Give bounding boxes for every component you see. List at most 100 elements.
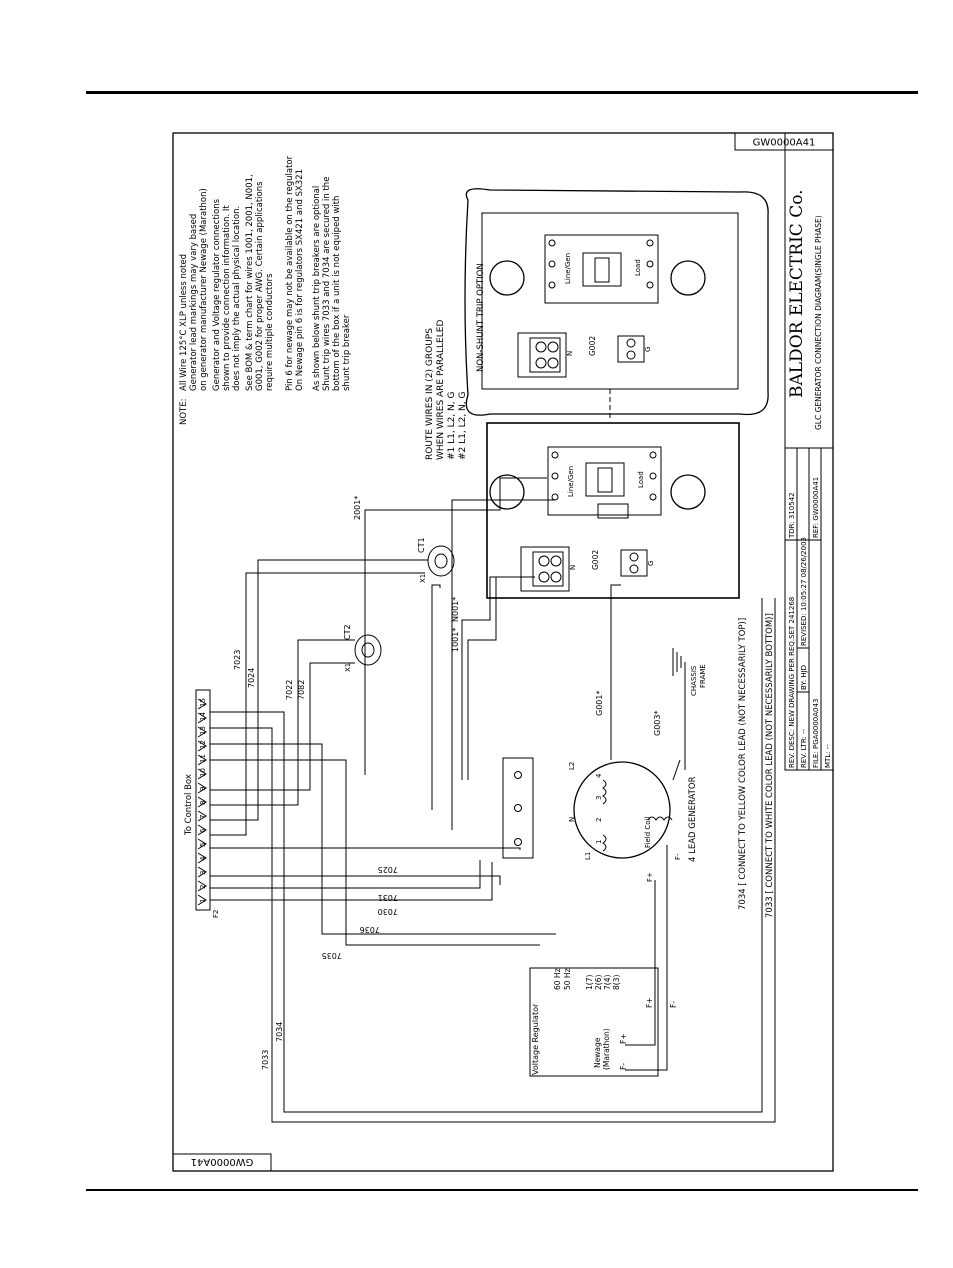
note-line: All Wire 125°C XLP unless noted (179, 254, 189, 391)
voltage-regulator: Voltage Regulator Newage (Marathon) F- F… (529, 967, 678, 1077)
title-tdr: TDR: 310542 (788, 492, 796, 539)
main-knockout (489, 474, 525, 510)
title-rev-ltr: REV. LTR: -- (800, 728, 808, 768)
gen-t1: 1 (595, 840, 603, 844)
title-rev-desc: REV. DESC: NEW DRAWING PER REQ.SET 24126… (788, 597, 796, 768)
note-line: Pin 6 for newage may not be available on… (285, 155, 295, 391)
note-line: Shunt trip wires 7033 and 7034 are secur… (322, 177, 332, 391)
gen-t3: 3 (595, 796, 603, 800)
non-shunt-cloud (464, 188, 769, 416)
wire-n001: N001* (451, 597, 460, 622)
ct1-x1-label: X1 (419, 574, 427, 583)
ct2-label: CT2 (343, 624, 352, 640)
control-box-pin-label: 5 (199, 843, 207, 847)
control-box-pin-label: 3 (199, 871, 207, 875)
regulator-fminus: F- (619, 1063, 628, 1070)
non-shunt-n-block: N (517, 332, 574, 378)
wire-7023: 7023 (233, 650, 242, 670)
control-box-pin-label: 9 (199, 787, 207, 791)
wire-1001: 1001* (451, 628, 460, 652)
enclosure-box (486, 422, 740, 599)
note-line: As shown below shunt trip breakers are o… (312, 186, 322, 391)
wire-7031: 7031 (378, 893, 398, 902)
note-line: Generator and Voltage regulator connecti… (212, 198, 222, 391)
drawing-id-top: GW0000A41 (753, 138, 816, 149)
note-line: require multiple conductors (265, 273, 275, 391)
control-box-pin (197, 838, 207, 850)
note-line: See BOM & term chart for wires 1001, 200… (245, 174, 255, 391)
control-box-pin (197, 852, 207, 864)
wire-g001: G001* (595, 691, 604, 716)
wire-7036: 7036 (360, 925, 380, 934)
breaker-load-label: Load (637, 471, 645, 488)
non-shunt-g-block: G G002 (588, 335, 652, 363)
non-shunt-knockout (670, 260, 706, 296)
control-box-pin (197, 726, 207, 738)
breaker-load-label: Load (634, 259, 642, 276)
shunt-note-7033: 7033 [ CONNECT TO WHITE COLOR LEAD (NOT … (765, 613, 775, 918)
regulator-pin: 2(6) (594, 975, 603, 990)
header-rule (86, 91, 918, 94)
frame-label: FRAME (699, 664, 707, 688)
note-line: Generator lead markings may vary based (189, 214, 199, 391)
control-box-pin-label: 8 (199, 801, 207, 805)
generator-title: 4 LEAD GENERATOR (688, 776, 698, 862)
non-shunt-box (481, 212, 739, 390)
wiring-lines (210, 477, 776, 1123)
control-box-pin-label: 6 (199, 828, 207, 833)
field-coil-label: Field Coil (644, 817, 652, 848)
wire-7030: 7030 (378, 907, 398, 916)
drawing-id-bottom: GW0000A41 (191, 1156, 254, 1167)
diagram-title: GLC GENERATOR CONNECTION DIAGRAM(SINGLE … (814, 215, 823, 430)
control-box-pin (197, 754, 207, 766)
control-box-pin (197, 698, 207, 710)
regulator-fplus-wire: F+ (645, 997, 654, 1008)
note-line: bottom of the box if a unit is not equip… (332, 196, 342, 391)
main-n-block: N (520, 546, 577, 592)
gen-t4: 4 (595, 773, 603, 778)
ct2: CT2 X1 (343, 624, 382, 672)
breaker-line-label: Line/Gen (567, 466, 575, 497)
gen-fminus: F- (674, 853, 682, 860)
route-line: #1 L1, L2, N, G (447, 391, 457, 460)
control-box-pin (197, 880, 207, 892)
control-box-pin-label: 7 (199, 815, 207, 819)
title-file: FILE: PGA0000A043 (812, 699, 820, 768)
regulator-50hz: 50 Hz (563, 968, 572, 990)
title-block: REV. DESC: NEW DRAWING PER REQ.SET 24126… (784, 447, 834, 771)
control-box-pin (197, 712, 207, 724)
f2-label: F2 (212, 910, 220, 918)
non-shunt-knockout (489, 260, 525, 296)
main-breaker: Line/Gen Load (547, 446, 662, 519)
regulator-brand: Newage (593, 1037, 602, 1068)
main-g-block: G G002 (591, 549, 655, 577)
control-box-pin (197, 810, 207, 822)
ct1: CT1 X1 (417, 537, 455, 583)
g002-label: G002 (588, 336, 597, 356)
route-note: ROUTE WIRES IN (2) GROUPS WHEN WIRES ARE… (425, 320, 468, 460)
gen-l2: L2 (568, 762, 576, 770)
regulator-fminus-wire: F- (669, 1001, 678, 1008)
chassis-label: CHASSIS (690, 665, 698, 696)
regulator-60hz: 60 Hz (553, 968, 562, 990)
regulator-pin: 8(3) (612, 975, 621, 990)
drawing-id-box-bottom (172, 1153, 272, 1172)
wire-g003: G003* (653, 711, 662, 736)
regulator-pin: 1(7) (585, 975, 594, 990)
generator-terminal-strip (502, 757, 534, 859)
title-ref: REF: GW0000A41 (812, 477, 820, 538)
shunt-note-7034: 7034 [ CONNECT TO YELLOW COLOR LEAD (NOT… (738, 618, 748, 910)
wire-7022: 7022 (285, 680, 294, 700)
note-line: does not imply the actual physical locat… (232, 206, 242, 391)
gen-fplus: F+ (646, 872, 654, 882)
regulator-title: Voltage Regulator (531, 1003, 540, 1075)
footer-rule (86, 1189, 918, 1191)
control-box-pin-label: 2 (199, 885, 207, 889)
wire-7034: 7034 (275, 1022, 284, 1042)
company-name: BALDOR ELECTRIC Co. (787, 189, 807, 398)
note-line: on generator manufacturer Newage (Marath… (199, 188, 209, 391)
note-line: shown to provide connection information.… (222, 205, 232, 391)
notes-label: NOTE: (179, 399, 189, 425)
control-box-pin (197, 782, 207, 794)
